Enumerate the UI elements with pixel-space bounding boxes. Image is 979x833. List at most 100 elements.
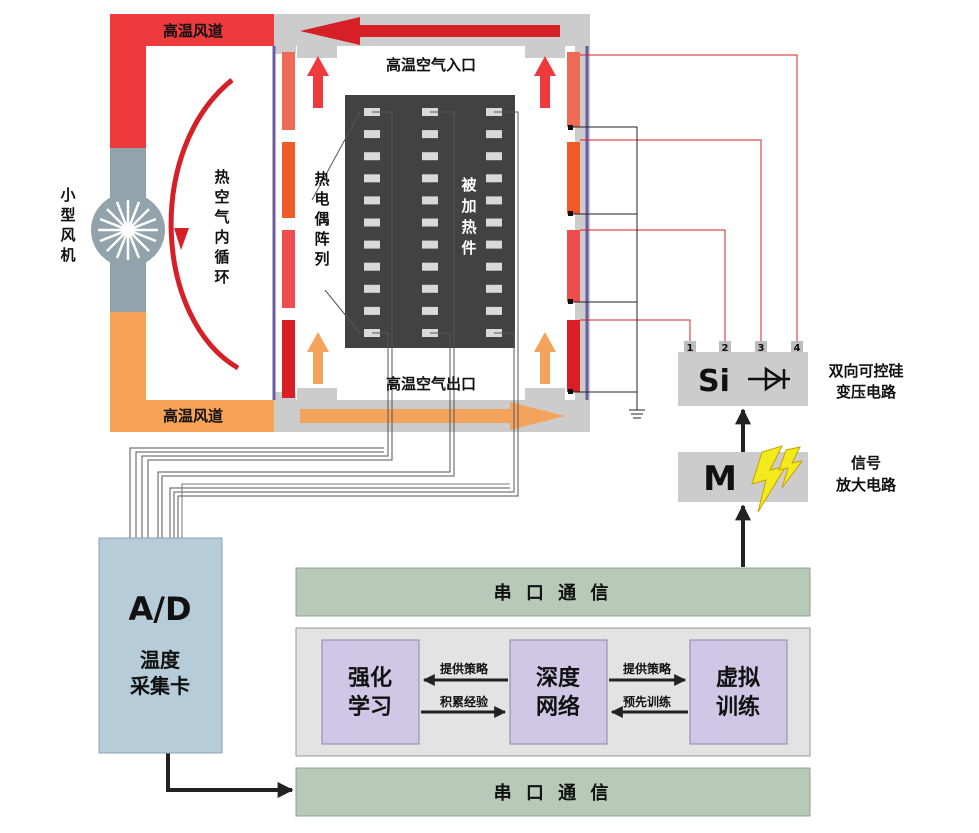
- circulation-arrowhead-icon: [174, 228, 189, 250]
- heater-terminals: [568, 125, 573, 394]
- rl-box: [321, 639, 420, 745]
- heater-right-4: [567, 320, 580, 392]
- thermocouple-sensor: [486, 284, 502, 293]
- algorithm-arrows: [421, 674, 688, 718]
- heater-right-1: [567, 52, 580, 127]
- heater-left-3: [282, 230, 295, 308]
- thermocouple-sensor: [364, 262, 380, 271]
- outlet-arrow-left-icon: [307, 332, 329, 384]
- fan-label: 小型风机: [60, 186, 75, 264]
- dn-box: [509, 639, 608, 745]
- thermocouple-sensor: [422, 262, 438, 271]
- serial-top-box: [295, 567, 811, 617]
- thermocouple-sensor: [422, 152, 438, 161]
- pin-1-label: 1: [687, 343, 694, 354]
- control-arrows: [166, 408, 751, 798]
- fan: [91, 193, 165, 267]
- si-circuit: [678, 341, 808, 406]
- thyristor-icon: [748, 366, 790, 392]
- thermocouple-sensor: [422, 218, 438, 227]
- si-label-line2: 变压电路: [836, 383, 897, 401]
- inlet-arrow-left-icon: [307, 56, 329, 108]
- chamber-notch-tr: [525, 46, 565, 58]
- si-label-line1: 双向可控硅: [828, 362, 903, 380]
- m-label-line2: 放大电路: [835, 476, 897, 494]
- thermocouple-wires: [129, 111, 519, 538]
- dn-line2: 网络: [536, 694, 580, 720]
- outlet-arrow-right-icon: [534, 332, 556, 384]
- workpiece-label: 被加热件: [460, 176, 477, 257]
- serial-bottom-box: [295, 767, 811, 817]
- si-symbol: Si: [698, 364, 730, 399]
- duct-left-red: [110, 14, 146, 148]
- rl-line2: 学习: [348, 694, 392, 720]
- thermocouple-sensor: [364, 196, 380, 205]
- heater-left-4: [282, 320, 295, 398]
- serial-top-label: 串 口 通 信: [494, 582, 613, 604]
- ad-line2: 采集卡: [130, 674, 190, 698]
- chamber-notch-tl: [297, 46, 337, 58]
- si-pins: [684, 341, 803, 352]
- bottom-flow-arrow-icon: [300, 402, 565, 430]
- vt-line1: 虚拟: [716, 665, 760, 691]
- thermocouple-sensor: [422, 306, 438, 315]
- fan-blades-icon: [98, 200, 158, 260]
- thermocouple-sensor: [422, 196, 438, 205]
- ad-card: [98, 537, 223, 754]
- heater-right-3: [567, 230, 580, 302]
- chamber-notch-bl: [297, 388, 337, 400]
- m-circuit: [678, 445, 808, 513]
- ad-title: A/D: [128, 590, 191, 628]
- edge-dn-to-vt-label: 提供策略: [623, 661, 672, 676]
- thermocouple-sensor: [364, 130, 380, 139]
- pin-2-label: 2: [722, 343, 729, 354]
- edge-vt-to-dn-label: 预先训练: [623, 694, 671, 709]
- heater-left-1: [282, 52, 295, 130]
- vt-line2: 训练: [716, 694, 760, 720]
- thermocouple-sensor: [422, 174, 438, 183]
- ad-to-serial-arrow-icon: [166, 752, 294, 798]
- ad-line1: 温度: [140, 648, 181, 672]
- thermocouple-sensor: [486, 196, 502, 205]
- heater-wiring: [572, 54, 798, 419]
- thermocouple-sensor: [486, 218, 502, 227]
- thermocouple-sensor: [486, 130, 502, 139]
- heater-right-2: [567, 142, 580, 214]
- top-flow-arrow-icon: [300, 17, 560, 45]
- chamber-left-bottom-block: [274, 392, 296, 432]
- pin-4-label: 4: [794, 343, 801, 354]
- left-heaters: [282, 52, 295, 398]
- rl-line1: 强化: [348, 665, 392, 691]
- duct-system: [110, 14, 274, 432]
- thermocouple-sensor: [486, 240, 502, 249]
- thermocouple-sensor: [364, 240, 380, 249]
- inlet-label: 高温空气入口: [386, 56, 476, 74]
- chamber-left-top-block: [274, 14, 296, 54]
- duct-bottom-horizontal: [110, 400, 274, 432]
- thermocouple-sensor: [364, 284, 380, 293]
- flow-arrows: [307, 56, 556, 384]
- thermocouple-sensor: [364, 218, 380, 227]
- thermocouple-sensor: [486, 174, 502, 183]
- lightning-bolt-small-icon: [778, 446, 804, 489]
- circulation-label: 热空气内循环: [213, 168, 229, 286]
- m-label-line1: 信号: [851, 454, 881, 472]
- duct-bottom-label: 高温风道: [163, 407, 223, 425]
- pin-3-label: 3: [758, 343, 765, 354]
- thermocouple-sensor: [364, 174, 380, 183]
- inlet-arrow-right-icon: [534, 56, 556, 108]
- heater-left-2: [282, 142, 295, 218]
- thermocouple-sensor: [486, 262, 502, 271]
- thermocouple-sensor: [422, 284, 438, 293]
- lightning-bolt-icon: [751, 445, 788, 513]
- edge-rl-to-dn-label: 积累经验: [440, 694, 489, 709]
- edge-rl-from-dn-label: 提供策略: [440, 661, 489, 676]
- chamber-notch-br: [525, 388, 565, 400]
- thermocouple-sensor: [486, 306, 502, 315]
- thermocouple-sensor: [422, 130, 438, 139]
- m-symbol: M: [703, 459, 737, 499]
- duct-top-label: 高温风道: [163, 22, 223, 40]
- right-heaters: [567, 52, 580, 392]
- serial-bottom-label: 串 口 通 信: [494, 782, 613, 804]
